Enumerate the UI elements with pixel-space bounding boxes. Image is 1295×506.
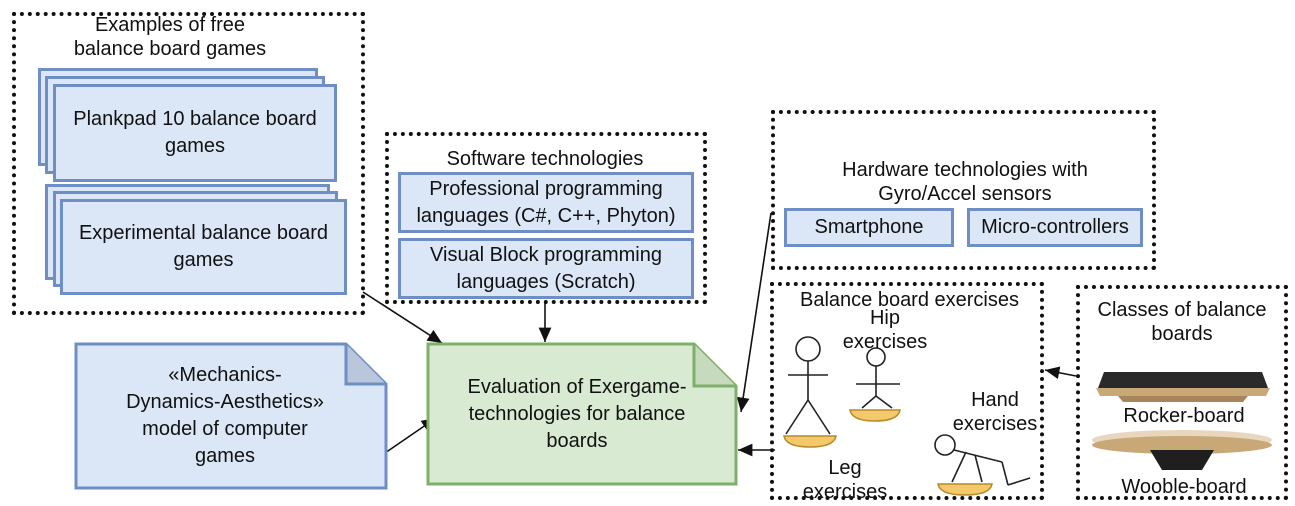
hand-exercise-figure <box>934 434 1031 496</box>
arrow-free-games-to-evaluation <box>362 291 443 344</box>
experimental-games-node: Experimental balance board games <box>60 199 347 295</box>
evaluation-label: Evaluation of Exergame- technologies for… <box>467 375 687 452</box>
group-free-games <box>12 12 365 315</box>
group-software <box>385 132 707 304</box>
evaluation-node: Evaluation of Exergame- technologies for… <box>426 342 738 486</box>
professional-languages-node: Professional programming languages (C#, … <box>398 172 694 233</box>
group-exercises-title: Balance board exercises <box>799 289 1019 311</box>
group-classes <box>1076 285 1288 500</box>
mda-document-shape <box>74 342 388 490</box>
plankpad-games-node: Plankpad 10 balance board games <box>53 84 337 182</box>
leg-exercises-label: Leg exercises <box>802 457 888 503</box>
smartphone-node: Smartphone <box>784 208 954 247</box>
mda-model-node: «Mechanics- Dynamics-Aesthetics» model o… <box>74 342 388 490</box>
group-software-title: Software technologies <box>446 148 644 170</box>
rocker-board-image <box>1096 372 1270 402</box>
group-classes-title: Classes of balance boards <box>1097 299 1267 345</box>
evaluation-document-shape <box>426 342 738 486</box>
mda-model-label: «Mechanics- Dynamics-Aesthetics» model o… <box>126 364 324 467</box>
arrow-hardware-to-evaluation <box>736 212 772 413</box>
leg-exercise-figure <box>783 336 837 448</box>
wooble-board-label: Wooble-board <box>1121 476 1247 498</box>
group-free-games-title: Examples of free balance board games <box>73 14 267 60</box>
hand-exercises-label: Hand exercises <box>952 389 1038 435</box>
visual-block-languages-node: Visual Block programming languages (Scra… <box>398 238 694 299</box>
hip-exercise-figure <box>849 347 901 422</box>
wooble-board-image <box>1092 430 1272 470</box>
hip-exercises-label: Hip exercises <box>842 307 928 353</box>
group-hardware <box>771 110 1156 270</box>
micro-controllers-node: Micro-controllers <box>967 208 1143 247</box>
group-hardware-title: Hardware technologies with Gyro/Accel se… <box>842 159 1088 205</box>
rocker-board-label: Rocker-board <box>1123 405 1245 427</box>
group-exercises <box>770 282 1044 500</box>
arrow-classes-to-exercises <box>1044 366 1077 380</box>
